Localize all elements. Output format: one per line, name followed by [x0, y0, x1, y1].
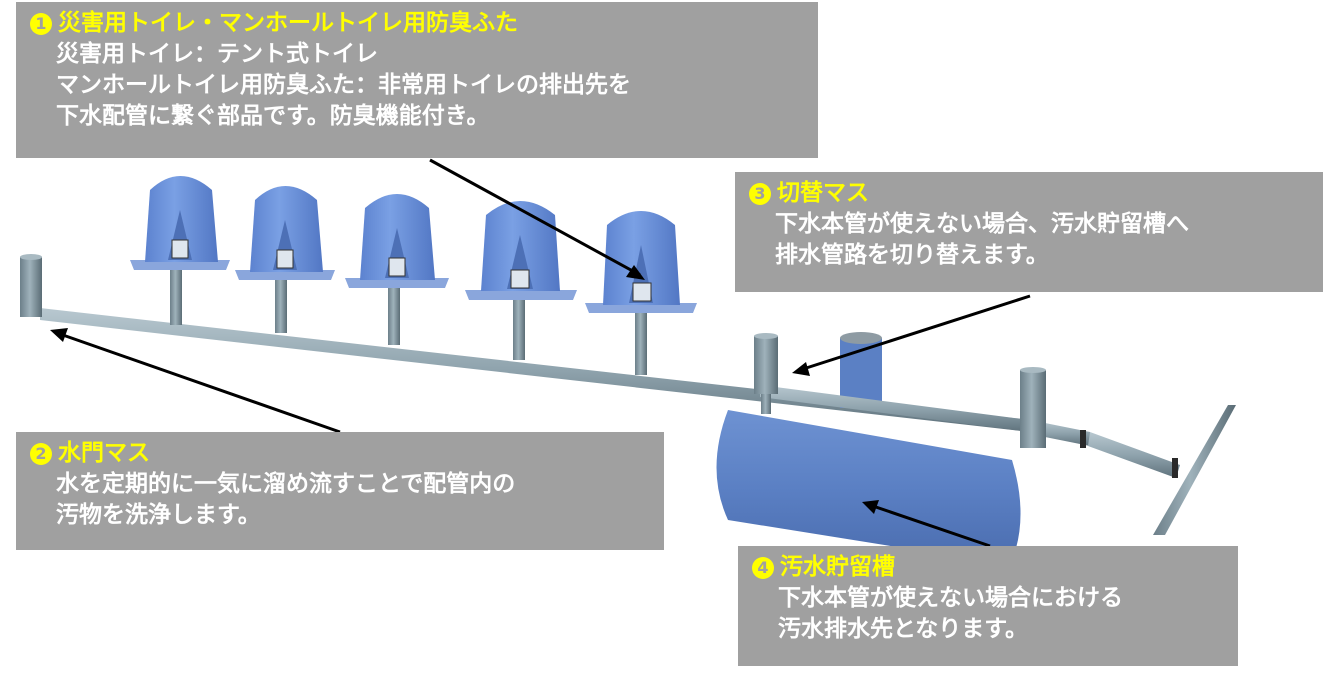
- callout-2-line-1: 水を定期的に一気に溜め流すことで配管内の: [56, 471, 516, 497]
- callout-4-storage-tank: 4 汚水貯留槽 下水本管が使えない場合における 汚水排水先となります。: [738, 546, 1238, 666]
- callout-3-line-2: 排水管路を切り替えます。: [775, 242, 1049, 268]
- callout-3-switching-basin: 3 切替マス 下水本管が使えない場合、汚水貯留槽へ 排水管路を切り替えます。: [735, 172, 1323, 292]
- callout-1-toilet: 1 災害用トイレ・マンホールトイレ用防臭ふた 災害用トイレ：テント式トイレ マン…: [16, 2, 818, 158]
- callout-3-title: 3 切替マス: [749, 178, 1309, 209]
- switching-basin: [754, 333, 778, 414]
- callout-2-line-2: 汚物を洗浄します。: [56, 502, 261, 528]
- outlet-basin: [1020, 367, 1046, 448]
- callout-1-line-1: 災害用トイレ：テント式トイレ: [56, 41, 378, 67]
- callout-4-line-2: 汚水排水先となります。: [778, 616, 1029, 642]
- number-badge-icon: 2: [30, 442, 52, 465]
- callout-2-title: 2 水門マス: [30, 438, 650, 469]
- main-sewer-pipe: [40, 308, 1236, 535]
- callout-3-line-1: 下水本管が使えない場合、汚水貯留槽へ: [775, 211, 1189, 237]
- callout-1-line-3: 下水配管に繋ぐ部品です。防臭機能付き。: [56, 103, 490, 129]
- water-gate-basin: [20, 254, 42, 317]
- callout-arrows: [50, 158, 1031, 548]
- tent-toilets: [130, 176, 697, 375]
- callout-1-title: 1 災害用トイレ・マンホールトイレ用防臭ふた: [30, 8, 804, 39]
- callout-4-line-1: 下水本管が使えない場合における: [778, 585, 1123, 611]
- number-badge-icon: 1: [30, 12, 52, 35]
- number-badge-icon: 4: [752, 556, 774, 579]
- callout-2-water-gate-basin: 2 水門マス 水を定期的に一気に溜め流すことで配管内の 汚物を洗浄します。: [16, 432, 664, 550]
- number-badge-icon: 3: [749, 182, 771, 205]
- sewage-storage-tank: [716, 332, 1030, 565]
- callout-1-line-2: マンホールトイレ用防臭ふた：非常用トイレの排出先を: [56, 72, 631, 98]
- callout-4-title: 4 汚水貯留槽: [752, 552, 1224, 583]
